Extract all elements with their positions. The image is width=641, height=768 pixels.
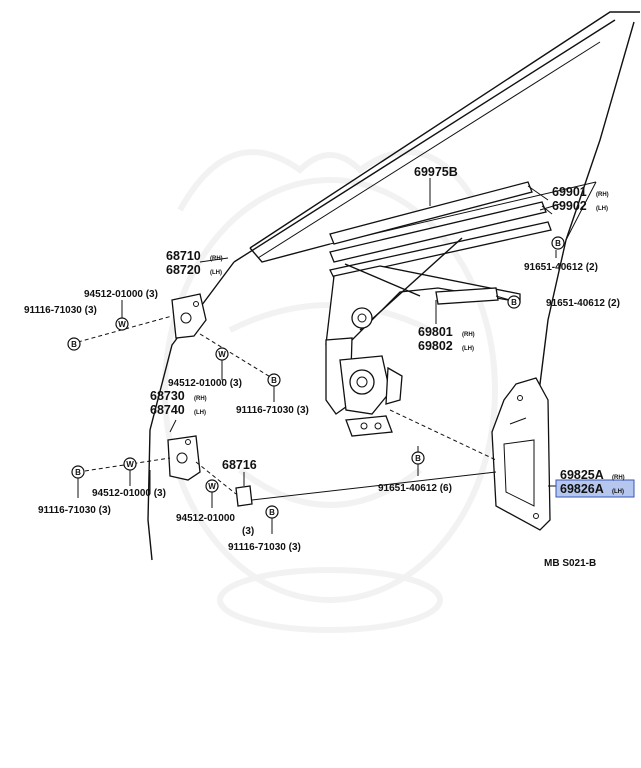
label-screw-upper-1: 91116-71030 (3) [24,305,97,316]
label-washer-upper-1: 94512-01000 (3) [84,289,158,300]
label-washer-lower-2: 94512-01000 [176,513,235,524]
diagram-code: MB S021-B [544,558,596,569]
label-regulator-lh-side: (LH) [462,346,474,352]
washer-symbol-check: W [205,479,219,493]
label-hole-cover-rh-side: (RH) [612,475,625,481]
glass-run-channel [329,181,553,279]
svg-text:B: B [269,508,275,517]
label-run-rh-side: (RH) [596,192,609,198]
bolt-symbol-hinge-lower: B [71,465,85,479]
svg-text:W: W [118,320,126,329]
washer-symbol-hinge-upper: W [115,317,129,331]
label-hinge-lower-rh: 68730 [150,389,185,403]
label-hinge-upper-rh: 68710 [166,249,201,263]
svg-text:B: B [75,468,81,477]
lower-hinge [167,435,201,481]
label-washer-lower-2-qty: (3) [242,526,254,537]
label-hinge-lower-rh-side: (RH) [194,396,207,402]
washer-symbol-hinge-lower: W [123,457,137,471]
watermark-logo [162,149,498,633]
label-screw-lower-2: 91116-71030 (3) [228,542,301,553]
label-hole-cover-lh[interactable]: 69826A [560,482,604,496]
svg-text:W: W [208,482,216,491]
label-hinge-upper-rh-side: (RH) [210,256,223,262]
svg-text:B: B [511,298,517,307]
label-hinge-lower-lh: 68740 [150,403,185,417]
label-run-rh: 69901 [552,185,587,199]
label-hinge-upper-lh-side: (LH) [210,270,222,276]
label-hole-cover-rh: 69825A [560,468,604,482]
label-glass-run: 69975B [414,165,458,179]
label-hinge-lower-lh-side: (LH) [194,410,206,416]
bolt-symbol-check: B [265,505,279,519]
bolt-symbol-hinge-upper: B [67,337,81,351]
label-regulator-rh: 69801 [418,325,453,339]
svg-text:B: B [271,376,277,385]
label-bolt-b: 91651-40612 (2) [546,298,620,309]
label-washer-upper-2: 94512-01000 (3) [168,378,242,389]
hole-cover [491,377,551,531]
label-regulator-lh: 69802 [418,339,453,353]
svg-text:W: W [126,460,134,469]
label-screw-lower-1: 91116-71030 (3) [38,505,111,516]
svg-text:B: B [555,239,561,248]
svg-text:W: W [218,350,226,359]
washer-symbol-hinge-upper-2: W [215,347,229,361]
bolt-symbol-regulator-2: B [507,295,521,309]
label-run-lh-side: (LH) [596,206,608,212]
label-bolt-c: 91651-40612 (6) [378,483,452,494]
label-screw-upper-2: 91116-71030 (3) [236,405,309,416]
label-hole-cover-lh-side: (LH) [612,489,624,495]
door-check [235,485,253,507]
bolt-symbol-hinge-upper-2: B [267,373,281,387]
label-washer-lower-1: 94512-01000 (3) [92,488,166,499]
upper-hinge [171,293,207,339]
label-door-check: 68716 [222,458,257,472]
label-hinge-upper-lh: 68720 [166,263,201,277]
bolt-symbol-run: B [551,236,565,250]
leader-lines [77,178,561,534]
svg-text:B: B [415,454,421,463]
bolt-symbol-regulator: B [411,451,425,465]
label-bolt-a: 91651-40612 (2) [524,262,598,273]
selected-part-highlight[interactable] [555,479,635,498]
label-run-lh: 69902 [552,199,587,213]
svg-text:B: B [71,340,77,349]
window-regulator [325,237,521,437]
label-regulator-rh-side: (RH) [462,332,475,338]
